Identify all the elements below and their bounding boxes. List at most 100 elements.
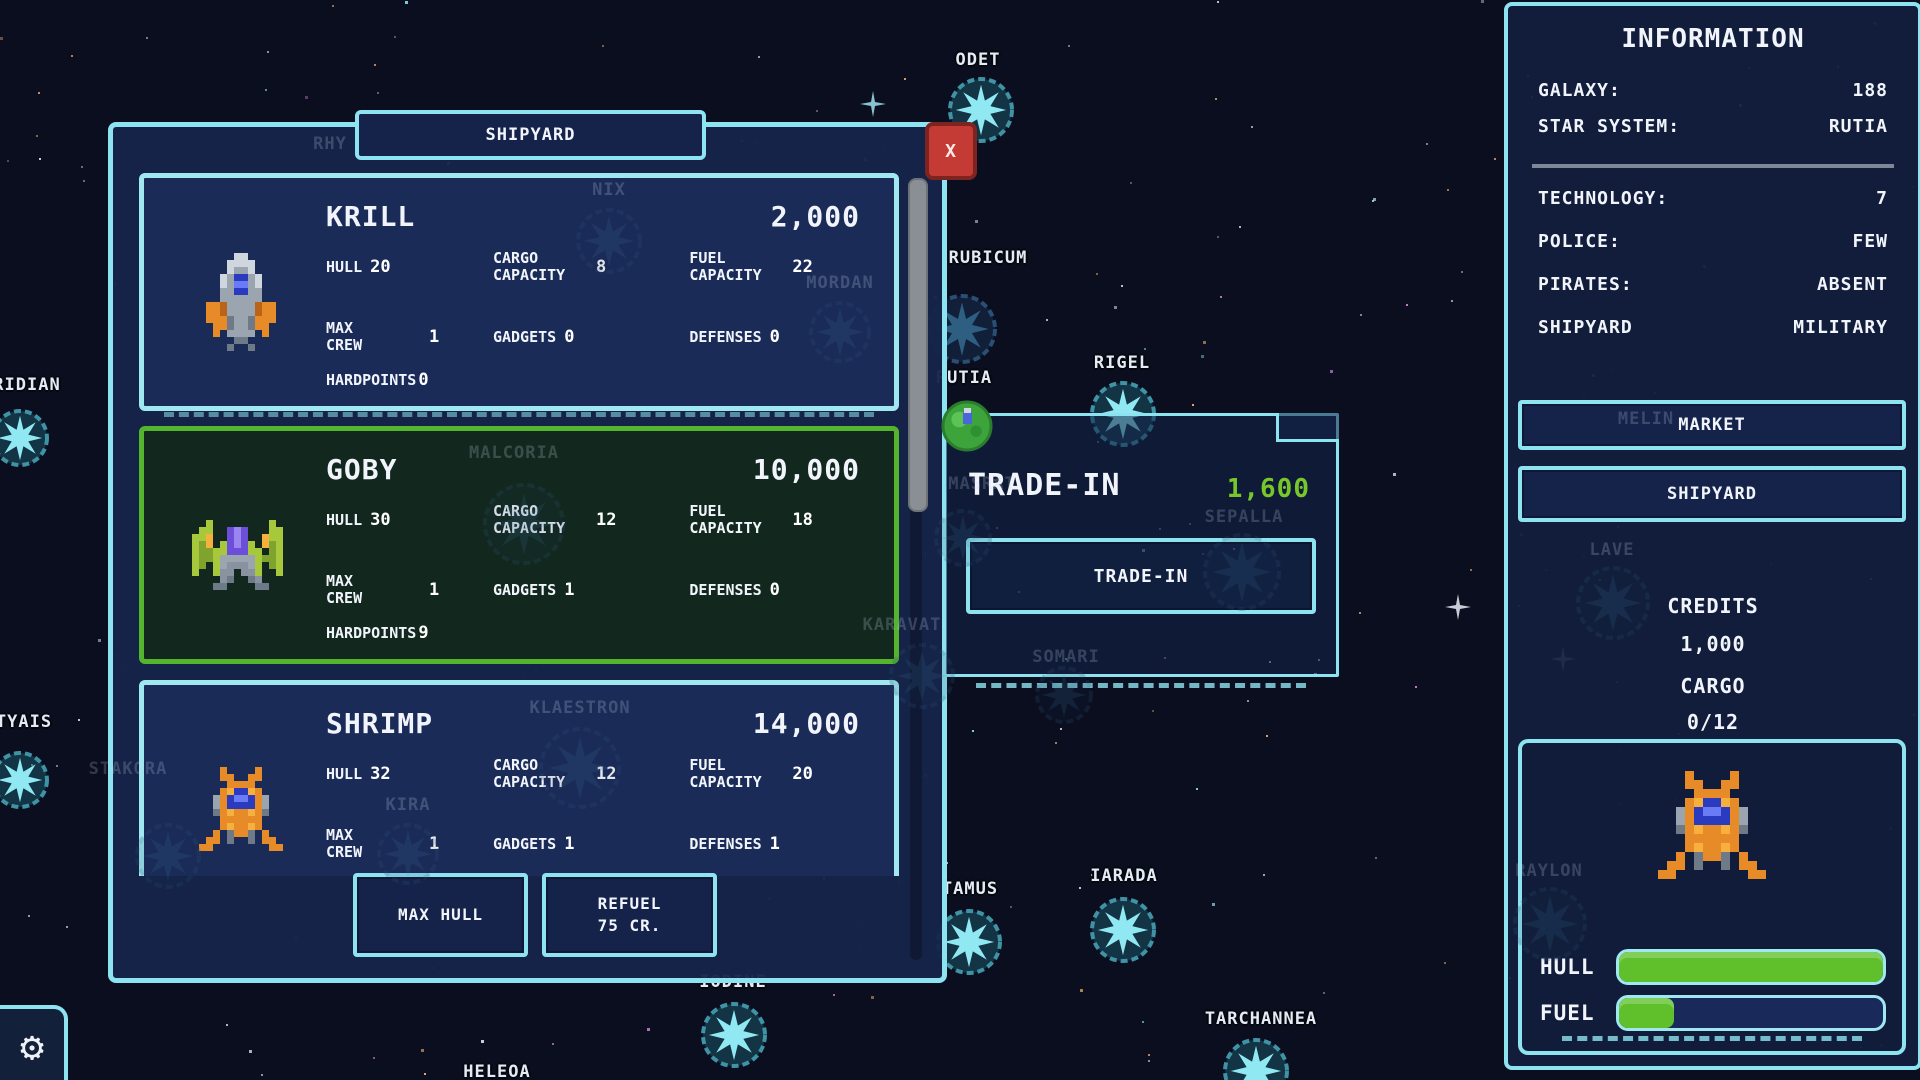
system-name-label: MORDAN — [806, 273, 874, 293]
max-hull-button[interactable]: MAX HULL — [353, 873, 528, 957]
hull-stat-value: 20 — [370, 257, 391, 277]
star-dot — [98, 639, 101, 642]
star-dot — [758, 56, 760, 58]
information-row: SHIPYARD MILITARY — [1538, 317, 1888, 338]
star-dot — [39, 158, 41, 160]
information-row-value: 188 — [1852, 80, 1888, 101]
fuel-capacity-value: 18 — [792, 510, 813, 530]
hull-stat-label: HULL — [326, 257, 363, 276]
star-dot — [7, 160, 9, 162]
star-dot — [1079, 887, 1081, 889]
shipyard-button[interactable]: SHIPYARD — [1518, 466, 1906, 522]
market-button-label: MARKET — [1678, 415, 1746, 435]
star-dot — [405, 1, 408, 4]
market-button[interactable]: MARKET — [1518, 400, 1906, 450]
star-dot — [261, 1074, 263, 1076]
star-dot — [1494, 158, 1496, 160]
cargo-value: 0/12 — [1686, 710, 1740, 734]
hull-stat-value: 30 — [370, 510, 391, 530]
star-dot — [972, 730, 974, 732]
system-name-label: RUTIA — [935, 368, 993, 388]
star-dot — [1330, 370, 1333, 373]
trade-in-button[interactable]: TRADE-IN — [966, 538, 1316, 614]
refuel-button[interactable]: REFUEL 75 CR. — [542, 873, 717, 957]
star-system-icon — [482, 482, 566, 570]
system-name-label: MALCORIA — [469, 443, 559, 463]
gadgets-value: 1 — [564, 834, 575, 854]
gadgets-label: GADGETS — [492, 834, 557, 853]
star-dot — [226, 1024, 228, 1026]
settings-button[interactable]: ⚙ — [0, 1005, 68, 1080]
information-row-value: MILITARY — [1793, 317, 1888, 338]
star-dot — [1217, 236, 1219, 238]
star-dot — [975, 220, 978, 223]
star-dot — [1375, 857, 1377, 859]
information-row-label: PIRATES: — [1538, 274, 1633, 295]
fuel-bar-track — [1616, 995, 1886, 1031]
information-row: GALAXY: 188 — [1538, 80, 1888, 101]
system-name-label: TYAIS — [0, 712, 53, 732]
star-dot — [1470, 569, 1472, 571]
system-name-label: NIX — [592, 180, 626, 200]
star-dot — [394, 36, 396, 38]
cargo-capacity-value: 12 — [596, 764, 616, 784]
star-dot — [1481, 0, 1484, 3]
star-dot — [1220, 296, 1222, 298]
star-system-icon — [935, 908, 1003, 980]
close-button[interactable]: X — [925, 122, 977, 180]
star-dot — [647, 1028, 650, 1031]
star-dot — [1148, 1060, 1150, 1062]
star-dot — [1148, 1054, 1150, 1056]
system-name-label: MELIN — [1617, 409, 1675, 429]
star-system-icon — [1089, 896, 1157, 968]
information-row: POLICE: FEW — [1538, 231, 1888, 252]
star-dot — [1046, 319, 1048, 321]
star-dot — [1114, 306, 1117, 309]
credits-label: CREDITS — [1667, 594, 1759, 618]
system-name-label: KLAESTRON — [529, 698, 631, 718]
fuel-bar-row: FUEL — [1540, 995, 1886, 1031]
planet-icon — [941, 400, 993, 456]
star-dot — [1055, 742, 1057, 744]
shipyard-actions: MAX HULL REFUEL 75 CR. — [353, 873, 717, 957]
defenses-label: DEFENSES — [689, 834, 762, 853]
star-dot — [1247, 700, 1249, 702]
star-dot — [78, 719, 80, 721]
star-dot — [1215, 98, 1217, 100]
hardpoints-label: HARDPOINTS — [326, 371, 417, 389]
star-dot — [1201, 355, 1204, 358]
star-dot — [1251, 126, 1253, 128]
star-system-icon — [933, 508, 993, 572]
star-dot — [0, 37, 3, 40]
defenses-value: 0 — [769, 327, 780, 347]
information-row-label: SHIPYARD — [1538, 317, 1633, 338]
hull-stat-label: HULL — [326, 510, 363, 529]
system-name-label: HELEOA — [463, 1062, 531, 1080]
star-system-icon — [888, 642, 956, 714]
system-name-label: IARADA — [1090, 866, 1158, 886]
system-name-label: MASRAT — [948, 474, 1016, 494]
star-dot — [83, 180, 85, 182]
player-ship-sprite — [1522, 771, 1902, 879]
star-dot — [81, 166, 83, 168]
information-divider — [1532, 164, 1894, 168]
star-dot — [1461, 271, 1463, 273]
star-dot — [1266, 735, 1268, 737]
max-hull-label: MAX HULL — [397, 905, 484, 924]
star-dot — [1239, 226, 1241, 228]
star-dot — [481, 1040, 484, 1043]
scrollbar-thumb[interactable] — [908, 178, 928, 512]
trade-in-value: 1,600 — [1226, 474, 1310, 504]
star-dot — [904, 78, 906, 80]
information-row-value: 7 — [1876, 188, 1888, 209]
